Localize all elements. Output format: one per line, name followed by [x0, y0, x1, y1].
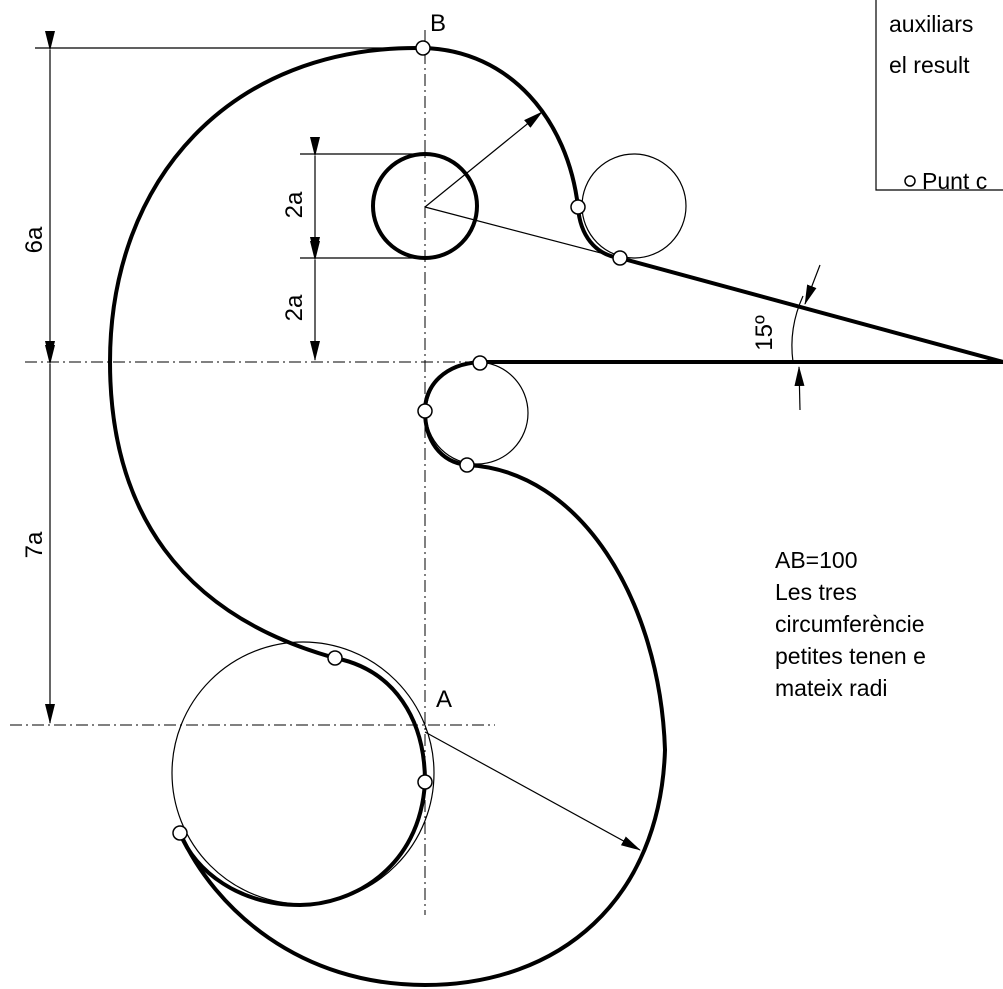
- radius-arrow-upper: [424, 111, 543, 208]
- legend-point-icon: [904, 175, 916, 187]
- tangency-points: [172, 40, 628, 841]
- extension-lines: [35, 47, 425, 259]
- note-ab: AB=100: [775, 547, 858, 573]
- small-tangent-arc-middle: [423, 360, 482, 467]
- auxiliary-circles: [171, 153, 687, 905]
- note-line-2: circumferèncie: [775, 611, 925, 637]
- dim-label-7a: 7a: [21, 531, 48, 558]
- top-right-arc: [421, 46, 580, 209]
- small-tangent-arc-upper: [576, 205, 622, 260]
- lower-circle-arc: [178, 656, 427, 907]
- angle-arrow-upper: [804, 264, 821, 305]
- labels: B A 6a 7a 2a 2a 15º: [21, 10, 778, 713]
- angle-label: 15º: [751, 315, 778, 351]
- dim-label-2a-lower: 2a: [281, 294, 308, 321]
- angle-arrow-lower: [794, 366, 805, 411]
- legend-line-2: el result: [889, 52, 970, 78]
- legend-line-3: Punt c: [922, 168, 987, 194]
- aux-circle-upper-right: [581, 153, 687, 259]
- angle-arc: [791, 295, 804, 363]
- radius-arrow-lower: [424, 731, 641, 851]
- note-line-4: mateix radi: [775, 675, 887, 701]
- dimension-lines: [45, 31, 821, 724]
- point-label-b: B: [430, 10, 446, 37]
- note-line-3: petites tenen e: [775, 643, 926, 669]
- outer-left-arc: [108, 45, 425, 660]
- slanted-line: [618, 256, 1003, 364]
- note-line-1: Les tres: [775, 579, 857, 605]
- notes: AB=100 Les tres circumferèncie petites t…: [775, 547, 926, 701]
- construction-lines: [424, 111, 641, 851]
- point-label-a: A: [436, 686, 452, 713]
- legend-line-1: auxiliars: [889, 11, 973, 37]
- legend-box: auxiliars el result Punt c: [875, 0, 1003, 194]
- main-profile: [108, 45, 1003, 987]
- small-thick-circle: [371, 152, 479, 260]
- dim-label-6a: 6a: [21, 226, 48, 253]
- dim-label-2a-upper: 2a: [281, 191, 308, 218]
- big-right-arc: [178, 463, 667, 987]
